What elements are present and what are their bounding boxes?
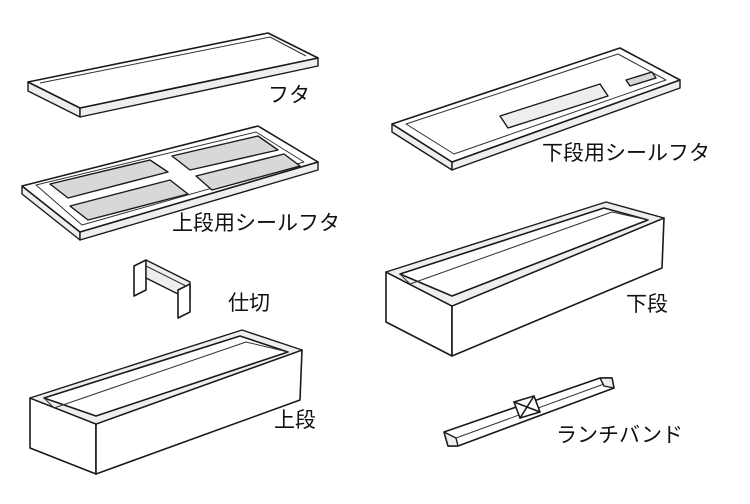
lower-tier-label: 下段 [626, 292, 668, 316]
upper-seal-lid-illustration [21, 125, 319, 241]
divider-label: 仕切 [228, 291, 270, 315]
lunch-band-illustration [443, 377, 615, 447]
upper-seal-lid-label: 上段用シールフタ [172, 211, 340, 235]
lower-tier-illustration [385, 201, 665, 357]
lower-seal-lid-label: 下段用シールフタ [542, 141, 710, 165]
lower-seal-lid-illustration [391, 47, 681, 171]
upper-tier-label: 上段 [274, 408, 316, 432]
upper-tier-illustration [29, 329, 303, 475]
lid-illustration [27, 32, 319, 118]
lid-label: フタ [268, 83, 310, 107]
divider-illustration [133, 259, 191, 319]
lunch-band-label: ランチバンド [556, 423, 684, 447]
